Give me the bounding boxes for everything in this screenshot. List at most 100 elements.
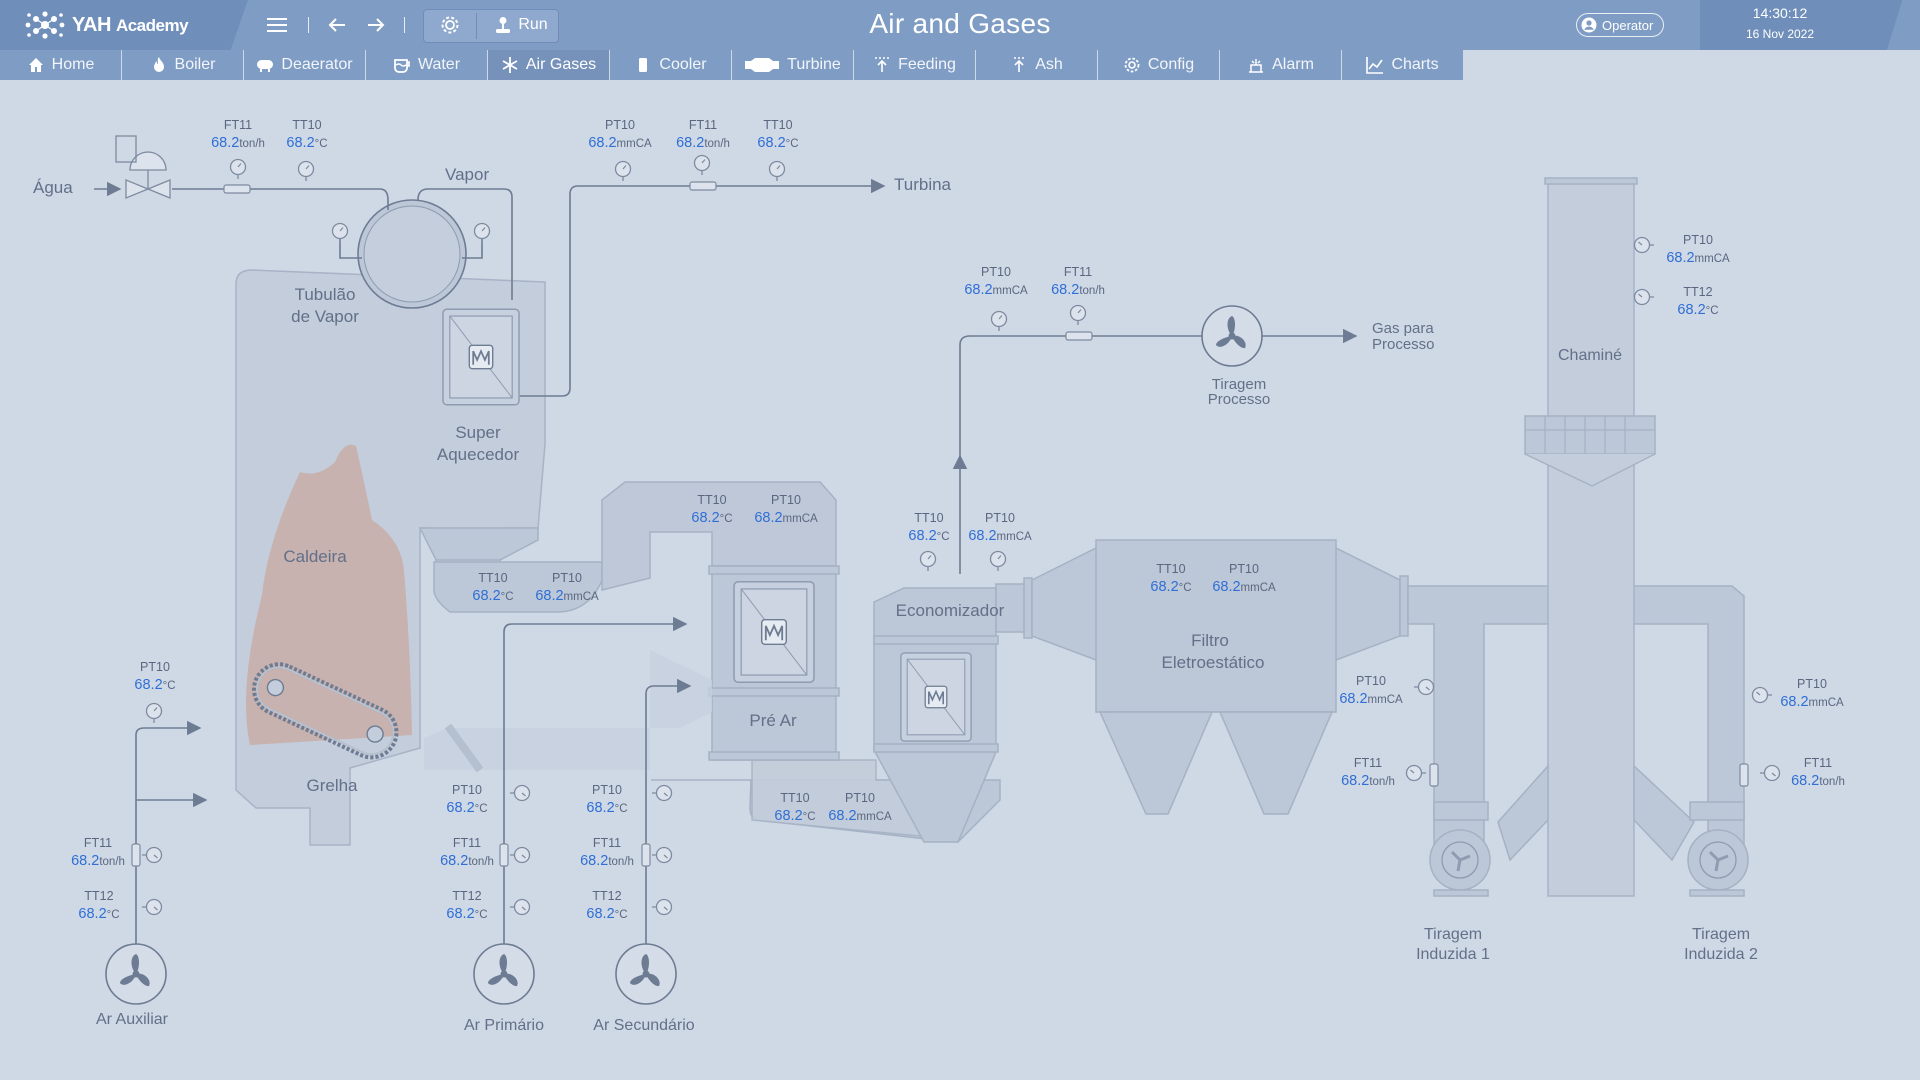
ar-secundario-fan[interactable]	[615, 943, 677, 1005]
tab-air-gases[interactable]: Air Gases	[488, 50, 609, 80]
tab-alarm[interactable]: Alarm	[1220, 50, 1341, 80]
tiragem-processo-label-1: Tiragem	[1212, 376, 1266, 393]
tab-label: Config	[1147, 56, 1195, 73]
svg-text:TT12: TT12	[452, 889, 481, 903]
tab-deaerator[interactable]: Deaerator	[244, 50, 365, 80]
svg-text:FT11: FT11	[1354, 756, 1382, 770]
svg-text:68.2ton/h: 68.2ton/h	[1791, 773, 1845, 789]
svg-text:68.2mmCA: 68.2mmCA	[1780, 694, 1844, 710]
svg-text:TT12: TT12	[84, 889, 113, 903]
svg-text:68.2mmCA: 68.2mmCA	[828, 808, 892, 824]
caldeira-label: Caldeira	[283, 547, 347, 566]
chamine-chimney[interactable]	[1524, 177, 1656, 897]
menu-button[interactable]	[263, 10, 291, 40]
tab-label: Air Gases	[525, 56, 597, 73]
svg-text:PT10: PT10	[1797, 677, 1827, 691]
svg-text:68.2°C: 68.2°C	[774, 808, 815, 824]
clock-plate	[1700, 0, 1903, 50]
settings-run-button[interactable]	[427, 10, 473, 40]
svg-text:FT11: FT11	[689, 118, 717, 132]
feedwater-control-valve[interactable]	[115, 135, 171, 199]
tab-cooler[interactable]: Cooler	[610, 50, 731, 80]
svg-text:68.2ton/h: 68.2ton/h	[676, 135, 730, 151]
svg-text:68.2°C: 68.2°C	[757, 135, 798, 151]
eco-flange-right	[1023, 577, 1033, 639]
tubulao-steam-drum[interactable]	[357, 199, 467, 309]
clock: 14:30:12 16 Nov 2022	[1720, 5, 1840, 41]
svg-text:PT10: PT10	[1356, 674, 1386, 688]
instrument-id2-pt[interactable]: PT10 68.2mmCA	[1780, 677, 1844, 710]
svg-text:PT10: PT10	[592, 783, 622, 797]
user-menu[interactable]: Operator	[1576, 13, 1664, 37]
svg-text:TT10: TT10	[697, 493, 726, 507]
svg-text:68.2°C: 68.2°C	[586, 906, 627, 922]
svg-text:68.2mmCA: 68.2mmCA	[754, 510, 818, 526]
svg-text:FT11: FT11	[593, 836, 621, 850]
filtro-eletroestatico[interactable]	[1095, 539, 1337, 713]
tab-home[interactable]: Home	[0, 50, 121, 80]
svg-text:68.2°C: 68.2°C	[472, 588, 513, 604]
tab-config[interactable]: Config	[1098, 50, 1219, 80]
run-button[interactable]: Run	[485, 10, 557, 40]
feeding-icon	[875, 57, 890, 72]
super-label-1: Super	[455, 423, 501, 442]
svg-text:FT11: FT11	[1064, 265, 1092, 279]
tab-water[interactable]: Water	[366, 50, 487, 80]
ar-auxiliar-fan[interactable]	[105, 943, 167, 1005]
ti2-label-1: Tiragem	[1692, 926, 1750, 943]
tab-turbine[interactable]: Turbine	[732, 50, 853, 80]
back-button[interactable]	[323, 10, 351, 40]
boiler-caldeira[interactable]	[235, 269, 546, 846]
tab-feeding[interactable]: Feeding	[854, 50, 975, 80]
tiragem-processo-fan[interactable]	[1201, 305, 1263, 367]
forward-button[interactable]	[362, 10, 390, 40]
tab-label: Boiler	[174, 56, 216, 73]
ti2-label-2: Induzida 2	[1684, 946, 1758, 963]
superheater-aquecedor[interactable]	[442, 308, 520, 406]
tab-boiler[interactable]: Boiler	[122, 50, 243, 80]
tiragem-induzida-2[interactable]	[1633, 764, 1749, 897]
tab-ash[interactable]: Ash	[976, 50, 1097, 80]
logo[interactable]: YAH Academy	[24, 8, 189, 42]
tiragem-induzida-1[interactable]	[1429, 764, 1549, 897]
tab-charts[interactable]: Charts	[1342, 50, 1463, 80]
svg-text:68.2ton/h: 68.2ton/h	[580, 853, 634, 869]
instrument-sec-ft[interactable]: FT11 68.2ton/h	[580, 836, 634, 869]
ar-primario-fan[interactable]	[473, 943, 535, 1005]
grelha-label: Grelha	[306, 776, 358, 795]
svg-text:68.2mmCA: 68.2mmCA	[588, 135, 652, 151]
home-icon	[28, 58, 43, 72]
svg-text:68.2°C: 68.2°C	[908, 528, 949, 544]
ar-primario-label: Ar Primário	[464, 1017, 544, 1034]
instrument-steam-ft[interactable]: FT11 68.2ton/h	[676, 118, 730, 151]
